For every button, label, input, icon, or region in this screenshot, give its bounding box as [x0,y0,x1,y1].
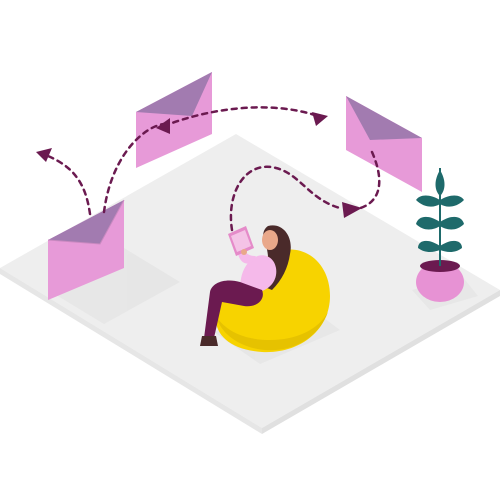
plant-leaves [416,170,464,252]
beanbag-body [215,249,330,353]
leaf-3 [416,216,440,230]
hand [241,249,247,255]
plant-pot [416,262,464,302]
beanbag-shade [216,312,328,351]
arrow-top-left [162,106,320,128]
pants [204,280,263,338]
leaf-top [435,170,445,196]
leaf-2 [440,195,464,207]
shoe [200,336,218,346]
bean-bag-chair [215,249,330,353]
floor-edge-left [0,268,262,434]
arrowheads [36,112,362,218]
arrowhead-center [342,202,362,218]
leaf-6 [440,240,462,252]
envelope-right-flap [346,96,422,140]
tablet-screen [231,230,251,252]
envelope-top-center [136,72,212,168]
shirt [240,255,277,292]
arrow-center-loop [229,165,342,232]
potted-plant [416,168,464,302]
arrowhead-left-up [36,148,52,162]
arrowhead-top-left [156,118,170,134]
woman-reading-tablet [200,225,291,346]
envelope-left-fold [47,199,125,245]
leaf-4 [440,216,464,230]
arrow-left-up [46,154,92,216]
floor-edge-right [262,290,500,434]
arrowhead-right-top [312,112,328,126]
leaf-5 [418,240,440,252]
face [262,230,278,250]
arrow-right-down [350,150,381,212]
envelope-top-flap [136,72,212,116]
leaf-1 [416,195,440,207]
envelope-left-shadow [48,248,180,324]
envelope-right [346,96,422,192]
